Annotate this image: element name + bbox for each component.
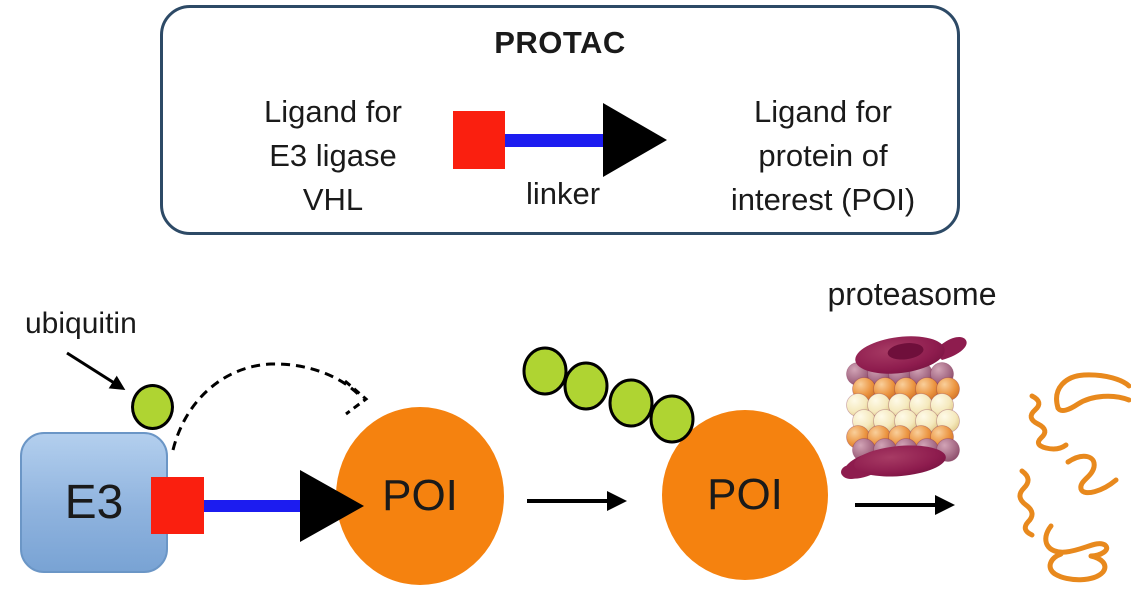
degraded-peptides-icon: [1017, 372, 1131, 583]
poi-polyub-label: POI: [707, 470, 783, 519]
protac-vhl-square-icon: [151, 477, 204, 534]
ubiquitin-label: ubiquitin: [25, 307, 137, 340]
e3-ligand-description: Ligand for E3 ligase VHL: [264, 94, 402, 217]
e3-ligase-box: E3: [20, 432, 168, 573]
linker-bar-icon: [505, 134, 605, 147]
protac-arrowhead-icon: [300, 470, 364, 542]
proteasome-icon: [841, 336, 967, 479]
poi-circle-polyubiquitinated: POI: [662, 410, 828, 580]
ubiquitin-chain-circle-3: [608, 378, 654, 428]
proteasome-bottom-cap: [854, 445, 946, 477]
poi-ligand-arrowhead-icon: [603, 103, 667, 177]
ubiquitin-transfer-dashed-arrow-icon: [171, 362, 369, 451]
protac-linker-bar-icon: [203, 500, 302, 512]
ubiquitin-chain-circle-4: [649, 394, 695, 444]
linker-label: linker: [525, 176, 601, 211]
polyubiquitin-chain-icon: [522, 346, 695, 444]
proteasome-label: proteasome: [827, 276, 997, 312]
ubiquitin-pointer-arrow-icon: [66, 351, 126, 391]
protac-title: PROTAC: [494, 25, 626, 60]
ubiquitin-chain-circle-1: [522, 346, 568, 396]
protac-legend-box: PROTAC Ligand for E3 ligase VHL linker L…: [160, 5, 960, 235]
poi-ligand-description: Ligand for protein of interest (POI): [730, 94, 916, 217]
poi-circle-ternary: POI: [336, 407, 504, 585]
e3-label: E3: [64, 476, 124, 529]
ubiquitin-chain-circle-2: [563, 361, 609, 411]
step-arrow-2-icon: [855, 495, 955, 515]
poi-ternary-label: POI: [382, 471, 458, 520]
ubiquitin-circle-icon: [131, 384, 174, 430]
vhl-ligand-square-icon: [453, 111, 505, 169]
step-arrow-1-icon: [527, 491, 627, 511]
proteasome-top-cap: [855, 336, 945, 374]
